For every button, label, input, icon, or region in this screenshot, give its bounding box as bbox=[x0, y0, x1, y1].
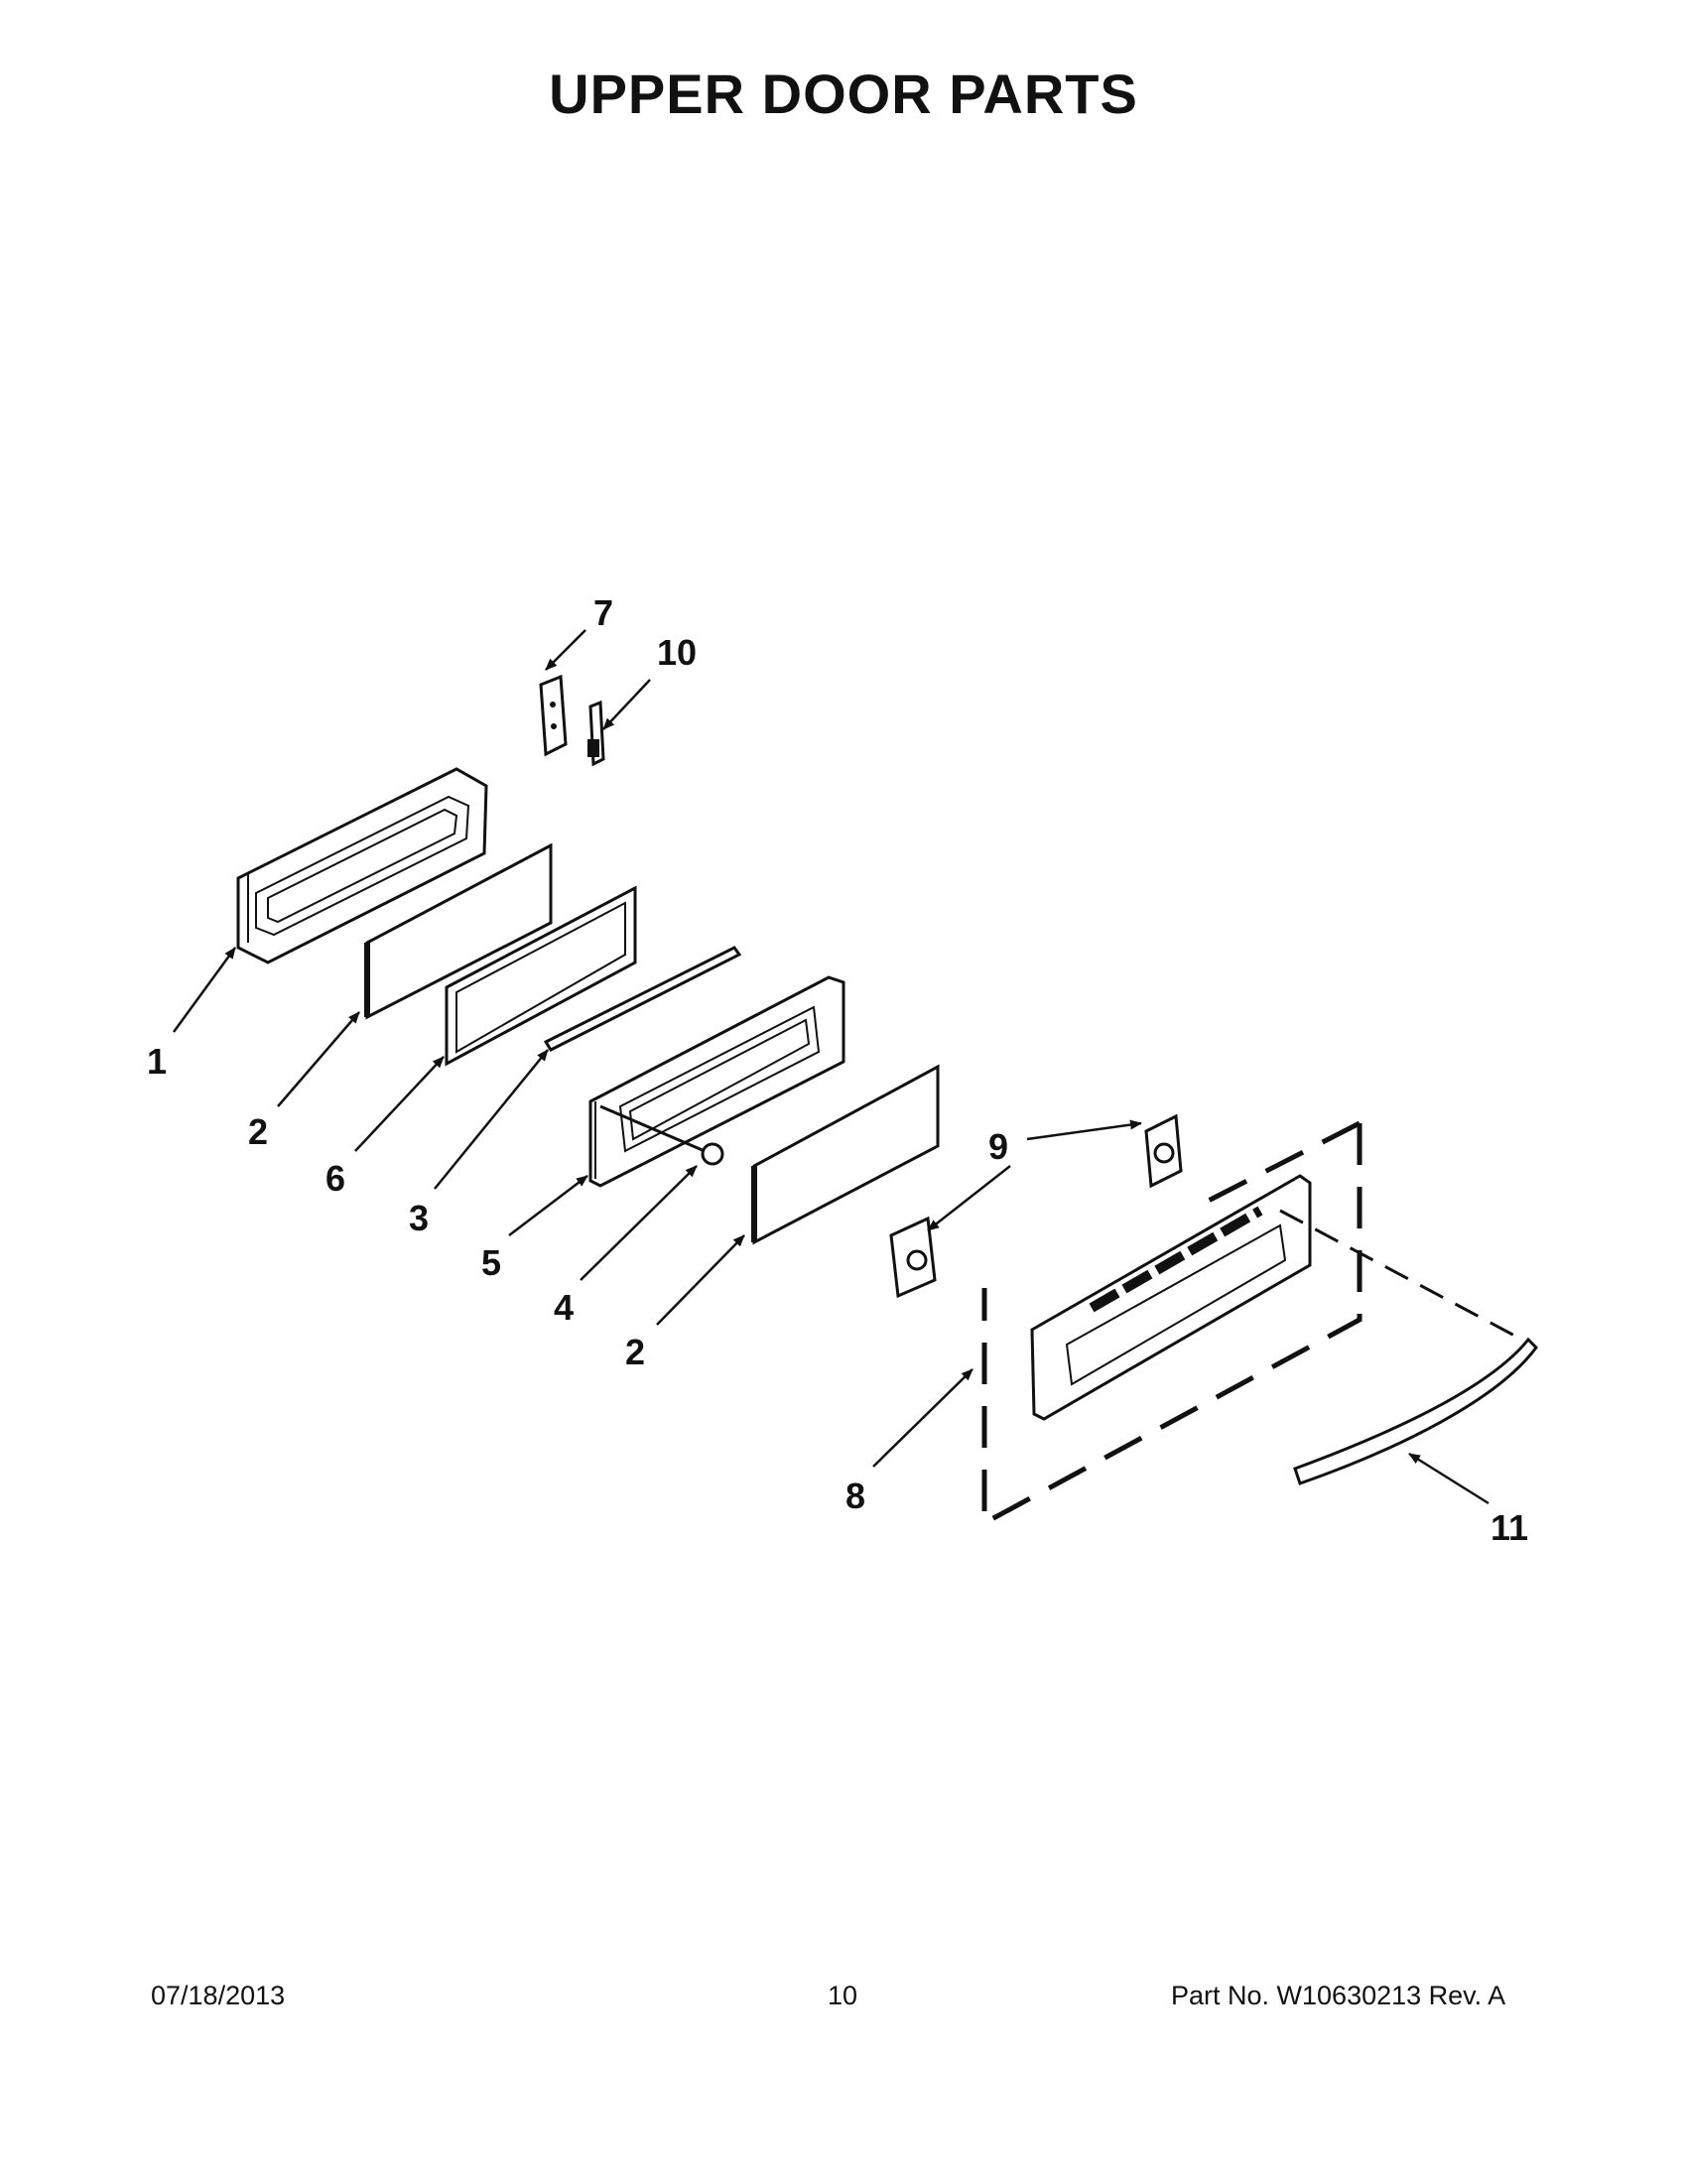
callout-2: 2 bbox=[625, 1332, 645, 1372]
callout-1: 1 bbox=[147, 1041, 167, 1082]
page-title: UPPER DOOR PARTS bbox=[549, 63, 1138, 125]
screw-part bbox=[599, 1104, 724, 1166]
footer-part-number: Part No. W10630213 Rev. A bbox=[1171, 1981, 1506, 2010]
inner-door-frame-part bbox=[236, 767, 488, 964]
callout-10: 10 bbox=[657, 632, 697, 673]
callout-8: 8 bbox=[845, 1476, 865, 1516]
glass-panel-part bbox=[751, 1064, 940, 1245]
footer-page-number: 10 bbox=[828, 1981, 858, 2010]
callout-7: 7 bbox=[593, 592, 613, 633]
hinge-bracket-part bbox=[539, 674, 568, 757]
callout-6: 6 bbox=[325, 1158, 345, 1199]
callout-3: 3 bbox=[409, 1198, 429, 1238]
door-liner-part bbox=[588, 975, 845, 1188]
latch-part bbox=[587, 700, 605, 767]
callout-9: 9 bbox=[988, 1126, 1008, 1167]
gasket-part bbox=[445, 885, 637, 1067]
footer-date: 07/18/2013 bbox=[151, 1981, 286, 2010]
outer-door-panel-part bbox=[981, 1120, 1363, 1528]
glass-panel-part bbox=[364, 842, 553, 1020]
hinge-receiver-part bbox=[1144, 1113, 1183, 1189]
callout-11: 11 bbox=[1491, 1507, 1528, 1548]
door-handle-part bbox=[1279, 1209, 1538, 1485]
callout-2: 2 bbox=[248, 1111, 268, 1152]
vent-strip-part bbox=[543, 946, 742, 1052]
leader-lines bbox=[172, 629, 1490, 1505]
hinge-receiver-part bbox=[889, 1216, 937, 1299]
callout-4: 4 bbox=[554, 1287, 574, 1328]
callout-5: 5 bbox=[481, 1242, 501, 1283]
